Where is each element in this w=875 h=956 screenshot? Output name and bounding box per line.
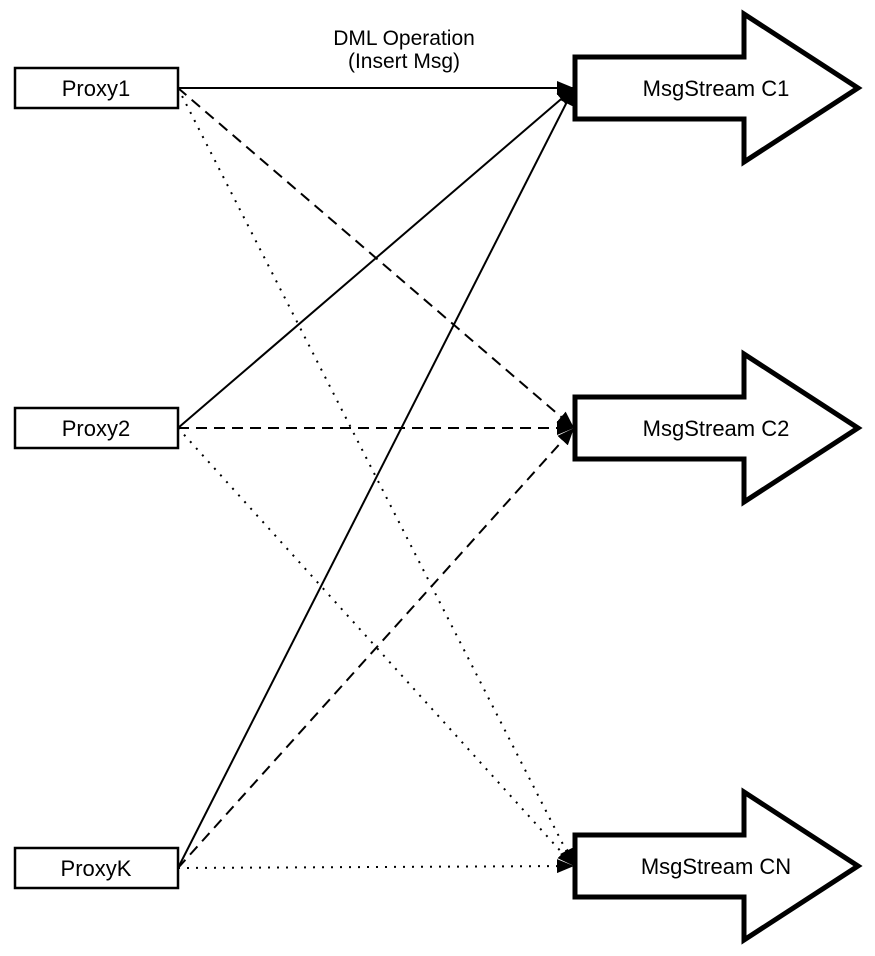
msgstream-c2-label: MsgStream C2 <box>643 416 790 441</box>
proxyk-label: ProxyK <box>61 856 132 881</box>
edge-proxy1-c2 <box>177 87 575 429</box>
edge-proxy1-cn <box>177 87 575 867</box>
proxy1-label: Proxy1 <box>62 76 130 101</box>
edges-layer <box>177 81 575 874</box>
edge-proxyk-cn <box>177 859 575 874</box>
proxyk-node: ProxyK <box>13 846 180 890</box>
msgstream-c1-arrow-icon <box>572 9 863 167</box>
proxy1-box <box>13 66 180 110</box>
msgstream-c2-node: MsgStream C2 <box>572 349 863 507</box>
edge-proxyk-c1 <box>177 87 575 869</box>
proxy2-label: Proxy2 <box>62 416 130 441</box>
msgstream-c2-arrow-icon <box>572 349 863 507</box>
msgstream-cn-node: MsgStream CN <box>572 787 863 945</box>
msgstream-c1-node: MsgStream C1 <box>572 9 863 167</box>
proxy2-box <box>13 406 180 450</box>
proxy2-node: Proxy2 <box>13 406 180 450</box>
msgstream-c1-label: MsgStream C1 <box>643 76 790 101</box>
edge-proxyk-c2 <box>177 427 575 869</box>
annotation-line2: (Insert Msg) <box>348 50 460 73</box>
proxy1-node: Proxy1 <box>13 66 180 110</box>
msgstream-cn-arrow-icon <box>572 787 863 945</box>
proxyk-box <box>13 846 180 890</box>
msgstream-cn-label: MsgStream CN <box>641 854 791 879</box>
annotation-line1: DML Operation <box>333 27 475 50</box>
